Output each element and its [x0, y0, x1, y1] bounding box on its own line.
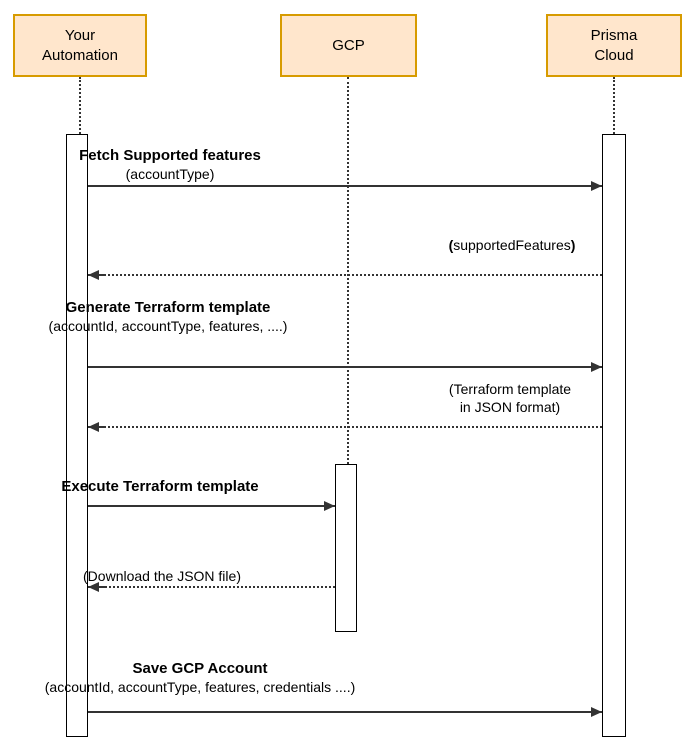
actor-box-gcp: GCP: [280, 14, 417, 77]
supported-features-text: supportedFeatures: [453, 237, 571, 253]
message-title-execute-terraform-template: Execute Terraform template: [61, 478, 259, 495]
message-arrow-generate-terraform-template: [88, 362, 602, 372]
message-arrow-execute-terraform-template: [88, 501, 335, 511]
actor-label-gcp: GCP: [332, 36, 365, 54]
activation-bar-your-automation: [66, 134, 88, 737]
activation-bar-gcp: [335, 464, 357, 632]
paren-close: ): [570, 237, 576, 253]
message-title-fetch-supported-features: Fetch Supported features: [79, 147, 261, 164]
paren-open: (: [448, 237, 454, 253]
lifeline-prisma-cloud: [613, 77, 615, 134]
message-title-generate-terraform-template: Generate Terraform template: [65, 299, 271, 316]
message-params-generate-terraform-template: (accountId, accountType, features, ....): [48, 318, 288, 334]
actor-box-your-automation: Your Automation: [13, 14, 147, 77]
message-arrow-supported-features-return: [88, 270, 602, 280]
message-arrow-download-json-return: [88, 582, 335, 592]
message-label-terraform-template-json: (Terraform template in JSON format): [449, 380, 571, 416]
actor-label-your-automation: Your Automation: [42, 27, 118, 64]
message-arrow-terraform-template-return: [88, 422, 602, 432]
terraform-json-line2: in JSON format): [459, 399, 561, 415]
actor-box-prisma-cloud: Prisma Cloud: [546, 14, 682, 77]
message-label-supported-features: (supportedFeatures): [449, 236, 576, 254]
lifeline-gcp: [347, 77, 349, 464]
message-title-save-gcp-account: Save GCP Account: [132, 660, 268, 677]
lifeline-your-automation: [79, 77, 81, 134]
message-arrow-save-gcp-account: [88, 707, 602, 717]
message-params-save-gcp-account: (accountId, accountType, features, crede…: [44, 679, 356, 695]
terraform-json-line1: (Terraform template: [448, 381, 572, 397]
activation-bar-prisma-cloud: [602, 134, 626, 737]
message-arrow-fetch-supported-features: [88, 181, 602, 191]
message-params-fetch-supported-features: (accountType): [125, 166, 215, 182]
message-label-download-json-file: (Download the JSON file): [83, 568, 241, 584]
actor-label-prisma-cloud: Prisma Cloud: [590, 27, 638, 64]
